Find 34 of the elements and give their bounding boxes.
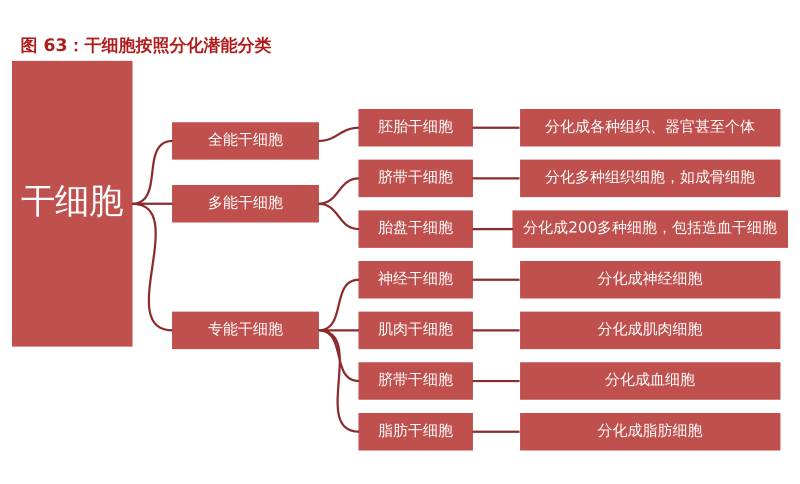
connector <box>472 329 520 332</box>
connector <box>318 202 360 230</box>
connector <box>472 380 520 382</box>
connector <box>318 126 360 142</box>
connector <box>472 177 520 180</box>
connector <box>132 202 173 205</box>
connector <box>318 329 360 433</box>
node-box: 全能干细胞 <box>172 122 319 160</box>
node-box: 分化成各种组织、器官甚至个体 <box>520 109 780 147</box>
connector <box>132 202 173 332</box>
node-box: 肌肉干细胞 <box>358 312 473 350</box>
node-box: 分化成神经细胞 <box>520 261 780 298</box>
node-box: 专能干细胞 <box>172 312 319 350</box>
node-box: 脐带干细胞 <box>358 160 473 198</box>
diagram-title: 图 63：干细胞按照分化潜能分类 <box>20 36 272 56</box>
node-box: 分化成血细胞 <box>520 362 780 400</box>
connector <box>472 228 513 230</box>
node-box: 分化成200多种细胞，包括造血干细胞 <box>512 210 788 248</box>
node-box: 脂肪干细胞 <box>358 412 473 450</box>
connector <box>472 430 520 433</box>
connector <box>472 126 520 129</box>
node-box: 多能干细胞 <box>172 185 319 222</box>
node-box: 脐带干细胞 <box>358 362 473 400</box>
node-box: 干细胞 <box>12 60 133 347</box>
node-box: 分化成脂肪细胞 <box>520 412 780 450</box>
node-box: 分化多种组织细胞，如成骨细胞 <box>520 160 780 198</box>
node-box: 胚胎干细胞 <box>358 109 473 147</box>
node-box: 分化成肌肉细胞 <box>520 312 780 350</box>
node-box: 神经干细胞 <box>358 261 473 298</box>
connector <box>132 140 173 205</box>
connector <box>318 177 360 205</box>
node-box: 胎盘干细胞 <box>358 210 473 248</box>
connector <box>318 278 360 332</box>
connector <box>472 278 520 281</box>
